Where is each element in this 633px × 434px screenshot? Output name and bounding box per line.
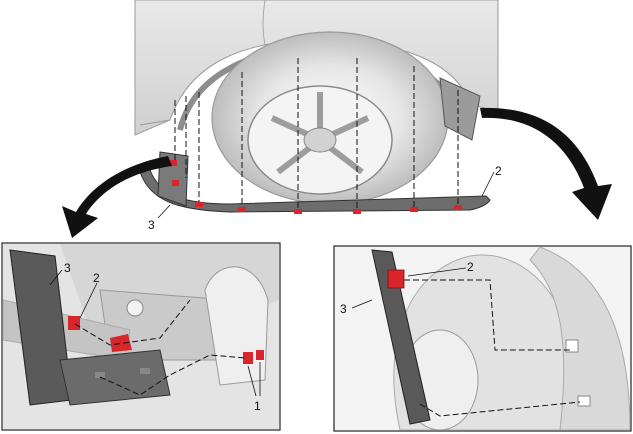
right-detail-fastener — [387, 269, 405, 289]
callout-left-fasteners: 1 — [254, 399, 261, 413]
arrow-to-left-detail — [62, 156, 172, 238]
wheel-hub — [303, 127, 337, 153]
arrow-to-right-detail — [480, 107, 612, 220]
right-detail-view: 2 3 — [333, 245, 632, 432]
overview-illustration: 2 3 — [134, 0, 502, 232]
left-detail-view: 3 2 1 — [1, 242, 281, 431]
callout-right-panel: 3 — [340, 302, 347, 316]
callout-right-clip: 2 — [467, 260, 474, 274]
strip-fasteners — [170, 160, 462, 214]
callout-top-panel: 3 — [148, 218, 155, 232]
callout-left-clip: 2 — [93, 271, 100, 285]
right-side-panel — [371, 249, 431, 425]
callout-left-panel: 3 — [64, 261, 71, 275]
callout-top-clip: 2 — [495, 164, 502, 178]
left-detail-fasteners — [68, 316, 264, 364]
alignment-lines — [174, 58, 459, 209]
